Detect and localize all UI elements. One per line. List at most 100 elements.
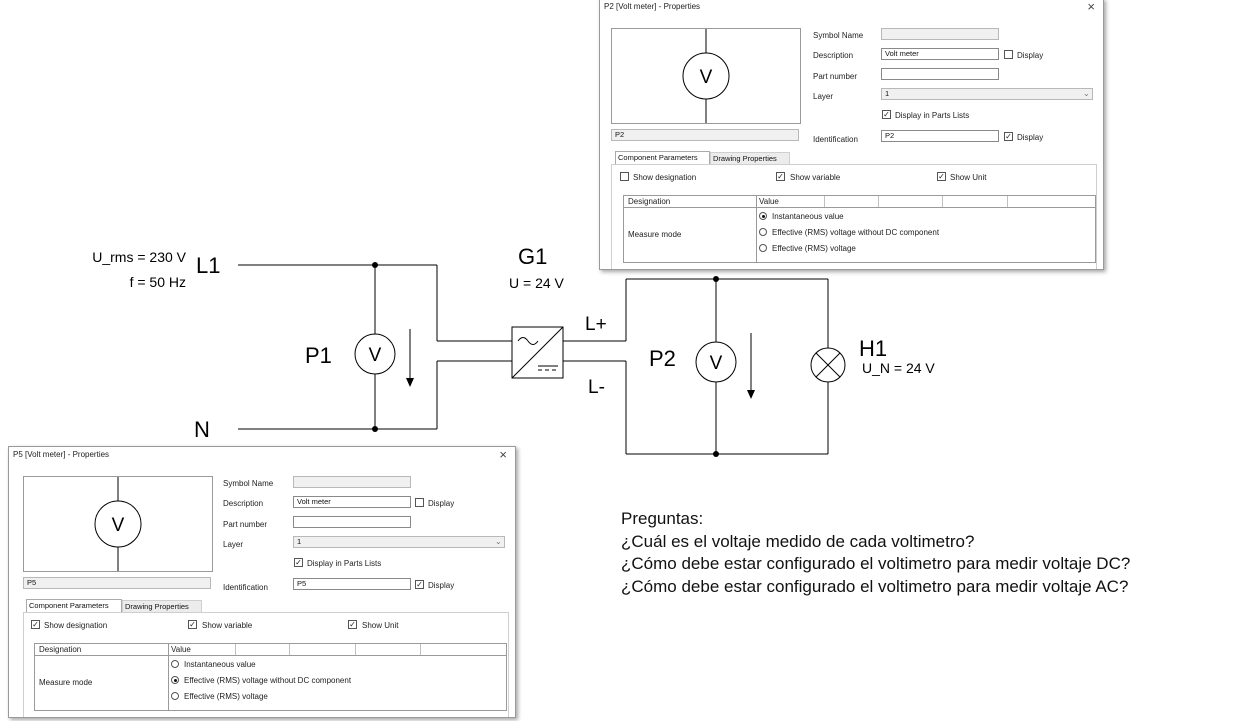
measure-mode-label: Measure mode bbox=[628, 230, 682, 239]
col-value-header: Value bbox=[171, 645, 191, 654]
properties-dialog-p2: P2 [Volt meter] - Properties × V Symbol … bbox=[599, 0, 1104, 270]
display-parts-checkbox[interactable]: ✓ bbox=[882, 110, 891, 119]
arrow-p2-head bbox=[747, 390, 755, 399]
col-designation-header: Designation bbox=[39, 645, 82, 654]
symbol-preview: V bbox=[23, 476, 213, 572]
questions-heading: Preguntas: bbox=[621, 509, 704, 528]
option-rms: Effective (RMS) voltage bbox=[772, 244, 856, 253]
description-display-checkbox[interactable] bbox=[415, 498, 424, 507]
description-label: Description bbox=[813, 51, 854, 60]
identification-display-label: Display bbox=[428, 581, 455, 590]
name-field[interactable]: P5 bbox=[23, 577, 211, 589]
label-n: N bbox=[194, 417, 210, 442]
label-h1-voltage: U_N = 24 V bbox=[862, 360, 935, 376]
tab-component-parameters[interactable]: Component Parameters bbox=[26, 599, 122, 613]
identification-field[interactable]: P5 bbox=[293, 578, 411, 590]
show-designation-label: Show designation bbox=[633, 173, 697, 182]
tab-drawing-properties[interactable]: Drawing Properties bbox=[710, 152, 790, 165]
identification-display-checkbox[interactable]: ✓ bbox=[415, 580, 424, 589]
identification-label: Identification bbox=[813, 135, 858, 144]
tab-drawing-properties[interactable]: Drawing Properties bbox=[122, 600, 202, 613]
description-field[interactable]: Volt meter bbox=[293, 496, 411, 508]
measure-mode-label: Measure mode bbox=[39, 678, 93, 687]
tab-component-parameters[interactable]: Component Parameters bbox=[615, 151, 710, 165]
junction-dot bbox=[713, 276, 719, 282]
question-1: ¿Cuál es el voltaje medido de cada volti… bbox=[621, 531, 975, 551]
parameter-table bbox=[623, 195, 1096, 263]
col-designation-header: Designation bbox=[628, 197, 671, 206]
layer-label: Layer bbox=[223, 540, 244, 549]
part-number-field[interactable] bbox=[293, 516, 411, 528]
label-p1-symbol: V bbox=[369, 345, 382, 366]
preview-symbol: V bbox=[700, 67, 713, 88]
radio-rms[interactable] bbox=[759, 244, 767, 252]
label-p1: P1 bbox=[305, 343, 332, 368]
option-instantaneous: Instantaneous value bbox=[772, 212, 844, 221]
label-p2: P2 bbox=[649, 346, 676, 371]
col-value-header: Value bbox=[759, 197, 779, 206]
display-parts-label: Display in Parts Lists bbox=[307, 559, 382, 568]
junction-dot bbox=[372, 262, 378, 268]
lamp-h1 bbox=[810, 347, 846, 383]
question-2: ¿Cómo debe estar configurado el voltimet… bbox=[621, 554, 1131, 573]
symbol-name-label: Symbol Name bbox=[223, 479, 274, 488]
label-urms: U_rms = 230 V bbox=[92, 249, 186, 265]
chevron-down-icon[interactable]: ⌄ bbox=[1083, 89, 1090, 98]
preview-symbol: V bbox=[112, 515, 125, 536]
label-freq: f = 50 Hz bbox=[130, 274, 186, 290]
radio-rms-no-dc[interactable] bbox=[171, 676, 179, 684]
description-label: Description bbox=[223, 499, 264, 508]
symbol-name-field[interactable] bbox=[881, 28, 999, 40]
symbol-name-field[interactable] bbox=[293, 476, 411, 488]
radio-rms-no-dc[interactable] bbox=[759, 228, 767, 236]
lamp-h1-cross-b bbox=[815, 352, 841, 378]
symbol-name-label: Symbol Name bbox=[813, 31, 864, 40]
converter-ac-wave bbox=[517, 337, 539, 345]
show-unit-label: Show Unit bbox=[362, 621, 399, 630]
identification-label: Identification bbox=[223, 583, 268, 592]
show-unit-checkbox[interactable]: ✓ bbox=[937, 172, 946, 181]
description-field[interactable]: Volt meter bbox=[881, 48, 999, 60]
radio-instantaneous[interactable] bbox=[759, 212, 767, 220]
description-display-label: Display bbox=[428, 499, 455, 508]
dialog-title: P5 [Volt meter] - Properties bbox=[13, 450, 110, 459]
name-field[interactable]: P2 bbox=[611, 129, 799, 141]
description-display-checkbox[interactable] bbox=[1004, 50, 1013, 59]
show-variable-checkbox[interactable]: ✓ bbox=[776, 172, 785, 181]
option-rms-no-dc: Effective (RMS) voltage without DC compo… bbox=[772, 228, 940, 237]
close-icon[interactable]: × bbox=[499, 447, 507, 462]
part-number-label: Part number bbox=[223, 520, 268, 529]
voltmeter-p2 bbox=[695, 341, 737, 383]
show-variable-checkbox[interactable]: ✓ bbox=[188, 620, 197, 629]
layer-select[interactable]: 1 bbox=[293, 536, 505, 548]
question-3: ¿Cómo debe estar configurado el voltimet… bbox=[621, 576, 1129, 596]
part-number-label: Part number bbox=[813, 72, 858, 81]
show-variable-label: Show variable bbox=[202, 621, 253, 630]
part-number-field[interactable] bbox=[881, 68, 999, 80]
close-icon[interactable]: × bbox=[1087, 0, 1095, 14]
option-rms: Effective (RMS) voltage bbox=[184, 692, 268, 701]
layer-select[interactable]: 1 bbox=[881, 88, 1093, 100]
option-rms-no-dc: Effective (RMS) voltage without DC compo… bbox=[184, 676, 352, 685]
radio-instantaneous[interactable] bbox=[171, 660, 179, 668]
junction-dot bbox=[713, 451, 719, 457]
show-unit-checkbox[interactable]: ✓ bbox=[348, 620, 357, 629]
show-designation-checkbox[interactable] bbox=[620, 172, 629, 181]
label-l1: L1 bbox=[196, 253, 220, 278]
label-lminus: L- bbox=[588, 377, 605, 398]
show-designation-checkbox[interactable]: ✓ bbox=[31, 620, 40, 629]
chevron-down-icon[interactable]: ⌄ bbox=[495, 537, 502, 546]
voltmeter-p1 bbox=[354, 333, 396, 375]
properties-dialog-p5: P5 [Volt meter] - Properties × V Symbol … bbox=[8, 446, 516, 718]
label-g1: G1 bbox=[518, 244, 547, 269]
identification-field[interactable]: P2 bbox=[881, 130, 999, 142]
show-unit-label: Show Unit bbox=[950, 173, 987, 182]
identification-display-checkbox[interactable]: ✓ bbox=[1004, 132, 1013, 141]
label-h1: H1 bbox=[859, 336, 887, 361]
show-variable-label: Show variable bbox=[790, 173, 841, 182]
identification-display-label: Display bbox=[1017, 133, 1044, 142]
radio-rms[interactable] bbox=[171, 692, 179, 700]
arrow-p1-head bbox=[406, 378, 414, 387]
display-parts-checkbox[interactable]: ✓ bbox=[294, 558, 303, 567]
